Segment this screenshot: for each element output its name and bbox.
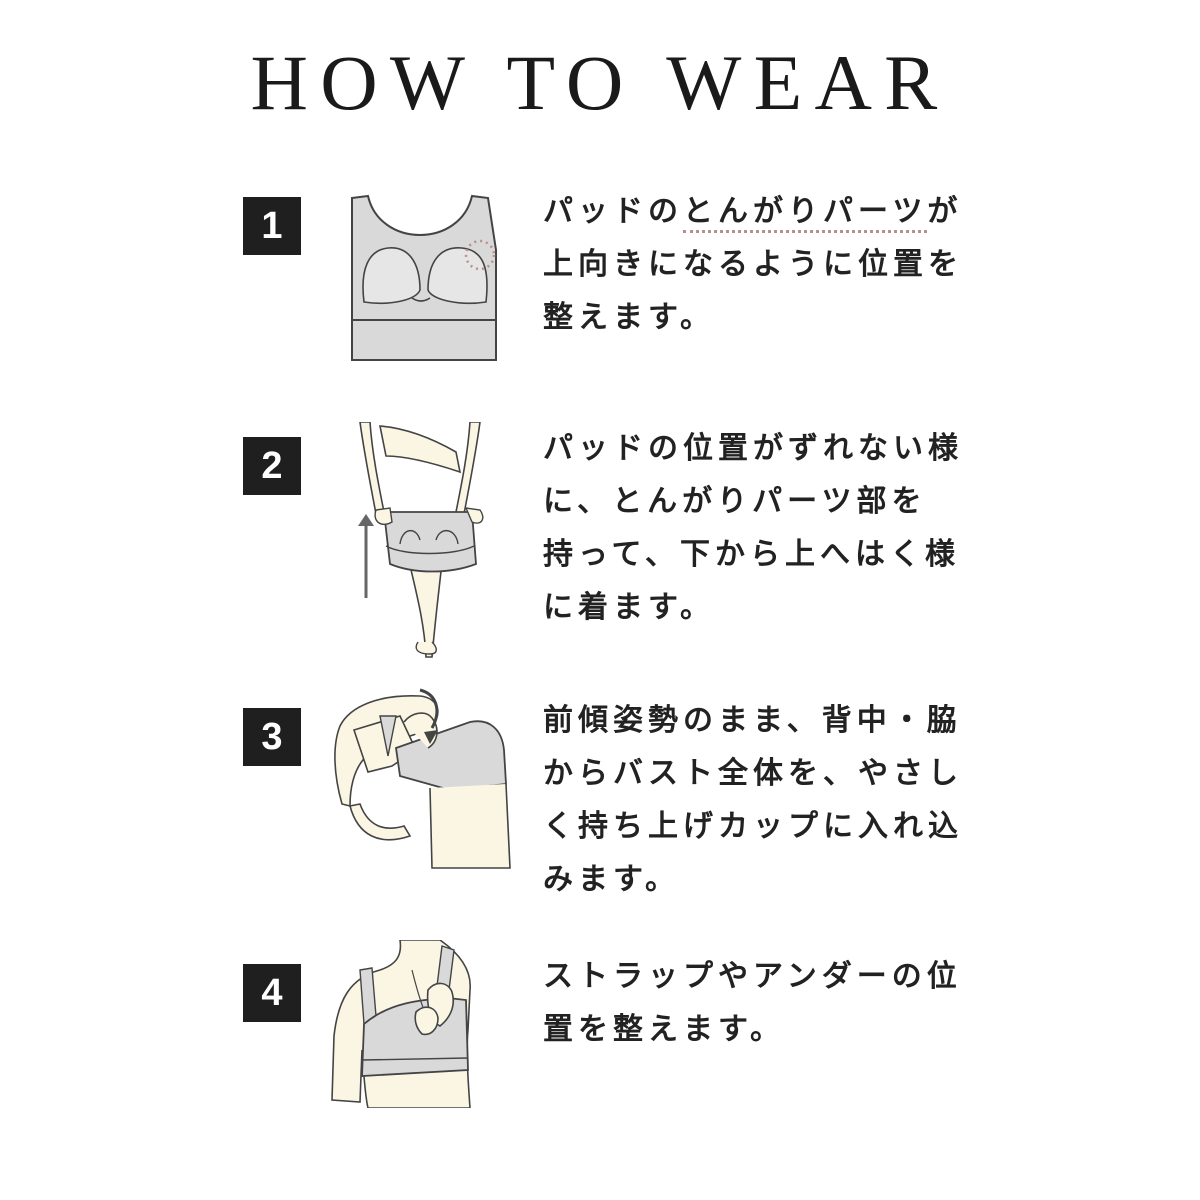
instruction-line: ストラップやアンダーの位	[543, 959, 962, 994]
instruction-line: パッドの位置がずれない様	[543, 431, 963, 466]
instruction-line: からバスト全体を、やさし	[543, 756, 963, 791]
instruction-line: に、とんがりパーツ部を	[543, 484, 927, 519]
instruction-line: 整えます。	[543, 300, 715, 335]
lean-forward-icon	[320, 686, 520, 870]
step-number-badge: 3	[243, 708, 301, 766]
step-number-badge: 1	[243, 197, 301, 255]
text-fragment: が	[927, 194, 963, 229]
instruction-line: みます。	[543, 862, 680, 897]
page-title: HOW TO WEAR	[250, 39, 950, 126]
instruction-line: 上向きになるように位置を	[543, 247, 963, 282]
instruction-line: に着ます。	[543, 590, 715, 625]
step-instructions: パッドの位置がずれない様 に、とんがりパーツ部を 持って、下から上へはく様 に着…	[543, 422, 963, 634]
instruction-line: 前傾姿勢のまま、背中・脇	[543, 703, 962, 738]
step-number-badge: 4	[243, 964, 301, 1022]
bra-front-icon	[320, 190, 520, 370]
step-instructions: ストラップやアンダーの位 置を整えます。	[543, 950, 963, 1056]
highlighted-term: とんがりパーツ	[683, 194, 928, 233]
step-instructions: 前傾姿勢のまま、背中・脇 からバスト全体を、やさし く持ち上げカップに入れ込 み…	[543, 694, 963, 906]
step-instructions: パッドのとんがりパーツが 上向きになるように位置を 整えます。	[543, 185, 963, 344]
step-in-legs-icon	[320, 422, 520, 662]
text-fragment: パッドの	[543, 194, 683, 229]
adjust-strap-icon	[320, 940, 520, 1108]
instruction-line: 置を整えます。	[543, 1012, 785, 1047]
instruction-line: く持ち上げカップに入れ込	[543, 809, 963, 844]
instruction-line: パッドのとんがりパーツが	[543, 185, 963, 238]
instruction-line: 持って、下から上へはく様	[543, 537, 960, 572]
step-number-badge: 2	[243, 437, 301, 495]
